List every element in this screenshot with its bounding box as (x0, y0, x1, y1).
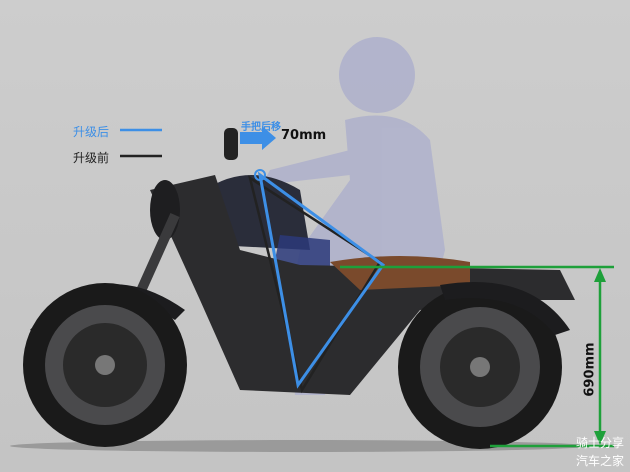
handlebar-grip-marker (254, 169, 266, 181)
seat (330, 256, 470, 290)
handlebar-shift-arrow-icon (240, 126, 276, 150)
rear-fender (440, 282, 570, 335)
front-wheel (23, 283, 187, 447)
seat-height-value: 690mm (582, 342, 598, 397)
mirror (224, 128, 238, 160)
seat-height-dimension (340, 265, 614, 448)
legend-after-label: 升级后 (73, 125, 110, 139)
watermark-line1: 骑士分享 (576, 436, 625, 450)
ground-shadow (10, 440, 590, 452)
watermark-line2: 汽车之家 (576, 454, 625, 468)
rear-wheel (398, 285, 562, 449)
legend-before-label: 升级前 (73, 151, 110, 165)
handlebar-shift-value: 70mm (281, 128, 327, 143)
handlebar-shift-label: 手把后移 (241, 122, 281, 133)
after-ergonomic-triangle (257, 171, 386, 389)
